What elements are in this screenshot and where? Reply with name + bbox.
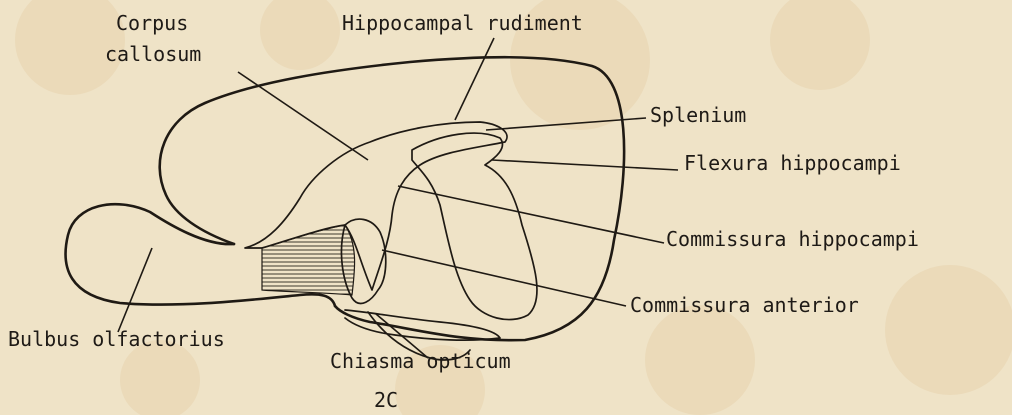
figure-number: 2C — [374, 388, 398, 412]
label-hippocampal-rudiment: Hippocampal rudiment — [342, 11, 583, 35]
label-flexura-hippocampi: Flexura hippocampi — [684, 151, 901, 175]
label-splenium: Splenium — [650, 103, 746, 127]
label-chiasma-opticum: Chiasma opticum — [330, 349, 511, 373]
anterior-hatched-region — [262, 225, 355, 295]
label-commissura-hippocampi: Commissura hippocampi — [666, 227, 919, 251]
optic-tract — [345, 310, 500, 340]
label-corpus-callosum-line1: Corpus — [116, 11, 188, 35]
label-bulbus-olfactorius: Bulbus olfactorius — [8, 327, 225, 351]
label-corpus-callosum-line2: callosum — [105, 42, 201, 66]
label-commissura-anterior: Commissura anterior — [630, 293, 859, 317]
